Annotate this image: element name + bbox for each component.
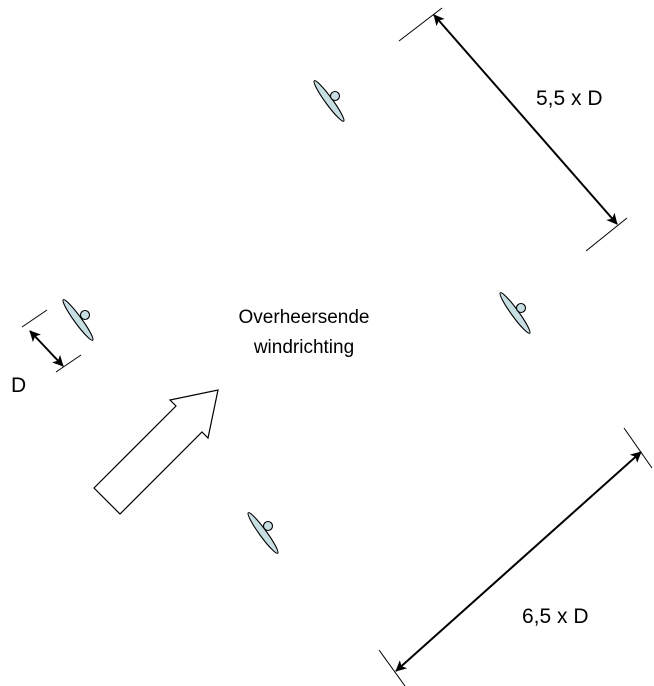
extension-line bbox=[398, 7, 443, 42]
extension-line bbox=[378, 649, 406, 686]
dimension-diameter: D bbox=[11, 309, 82, 397]
dimension-spacing-b: 6,5 x D bbox=[378, 427, 653, 686]
wind-direction-label: Overheersende windrichting bbox=[239, 307, 370, 358]
dimension-arrow-line bbox=[395, 451, 642, 672]
wind-turbine-rotor-icon bbox=[247, 512, 279, 554]
dimension-arrow-line bbox=[433, 14, 618, 225]
turbine-left bbox=[62, 299, 94, 341]
dimension-arrow-line bbox=[29, 330, 64, 367]
extension-line bbox=[585, 217, 628, 252]
turbine-hub bbox=[329, 90, 341, 102]
turbine-bottom bbox=[247, 512, 279, 554]
dimension-spacing-a: 5,5 x D bbox=[398, 7, 628, 252]
turbine-hub bbox=[515, 302, 527, 314]
dimension-label: 5,5 x D bbox=[536, 87, 603, 110]
dimension-label: 6,5 x D bbox=[522, 605, 589, 628]
turbine-hub bbox=[79, 309, 91, 321]
wind-turbine-rotor-icon bbox=[499, 292, 531, 334]
extension-line bbox=[55, 354, 82, 373]
extension-line bbox=[623, 427, 653, 469]
hollow-arrow-icon bbox=[93, 389, 219, 515]
wind-turbine-rotor-icon bbox=[62, 299, 94, 341]
diameter-label: D bbox=[11, 374, 26, 397]
wind-label-line2: windrichting bbox=[253, 337, 354, 358]
wind-turbine-rotor-icon bbox=[313, 80, 345, 122]
extension-line bbox=[21, 309, 48, 328]
wind-label-line1: Overheersende bbox=[239, 307, 370, 328]
turbine-top bbox=[313, 80, 345, 122]
turbine-hub bbox=[262, 520, 274, 532]
turbine-right bbox=[499, 292, 531, 334]
